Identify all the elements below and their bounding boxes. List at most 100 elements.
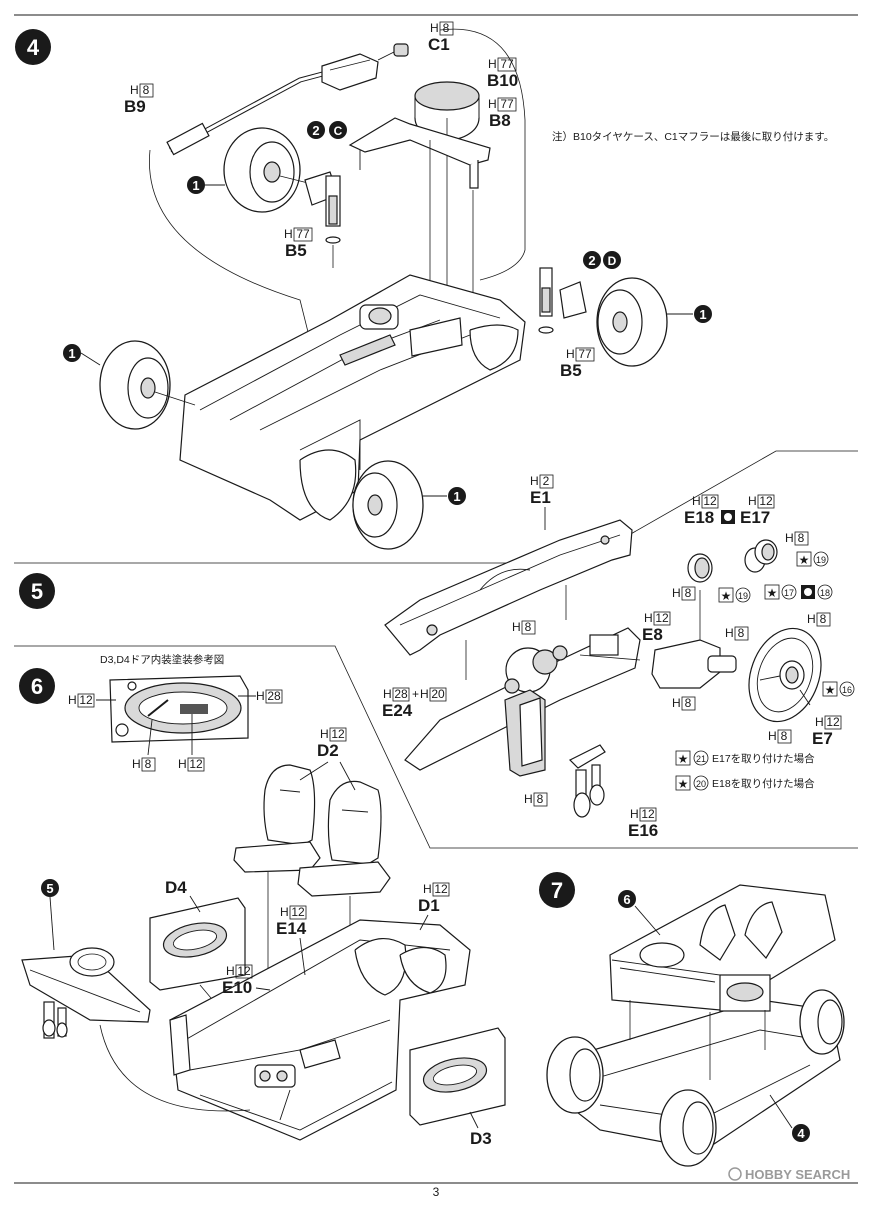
callout-6: 6	[618, 890, 661, 936]
svg-text:H: H	[284, 227, 293, 241]
callout-wheel-left: 1	[63, 344, 101, 366]
callout-wheel-top: 1	[187, 176, 225, 194]
callout-wheel-right: 1	[667, 305, 712, 323]
ref-paint-8: H 8	[132, 719, 156, 772]
svg-text:H: H	[524, 792, 533, 806]
label-E16: E16	[628, 821, 658, 840]
star-17-18: ★ 17 18	[764, 584, 833, 600]
svg-text:12: 12	[703, 494, 717, 508]
svg-text:4: 4	[27, 35, 40, 60]
svg-text:12: 12	[331, 727, 345, 741]
svg-text:H: H	[644, 611, 653, 625]
svg-text:8: 8	[781, 729, 788, 743]
paint-h8-dash: H 8	[512, 620, 536, 635]
svg-text:1: 1	[453, 489, 460, 504]
door-reference-title: D3,D4ドア内装塗装参考図	[100, 653, 224, 666]
svg-text:20: 20	[431, 687, 445, 701]
svg-text:★: ★	[825, 683, 836, 697]
paint-D1: H 12	[423, 882, 450, 897]
svg-text:H: H	[748, 494, 757, 508]
svg-text:H: H	[132, 757, 141, 771]
paint-h8-e8-bottom: H 8	[672, 696, 696, 711]
svg-text:H: H	[320, 727, 329, 741]
svg-text:12: 12	[641, 807, 655, 821]
step5-divider	[14, 645, 858, 849]
paint-h8-e18: H 8	[672, 586, 696, 601]
watermark-logo-icon	[728, 1167, 742, 1181]
svg-text:12: 12	[759, 494, 773, 508]
svg-text:19: 19	[738, 591, 748, 601]
paint-B5-left: H 77	[284, 227, 313, 242]
svg-text:E17を取り付けた場合: E17を取り付けた場合	[712, 752, 815, 765]
svg-text:77: 77	[500, 57, 514, 71]
svg-text:1: 1	[192, 178, 199, 193]
step7-drawing	[546, 884, 845, 1167]
star-16: ★ 16	[822, 681, 855, 697]
paint-E18: H 12	[692, 494, 719, 509]
paint-E14: H 12	[280, 905, 307, 920]
label-D3: D3	[470, 1129, 492, 1148]
star-19-upper: ★ 19	[796, 551, 829, 567]
svg-text:12: 12	[434, 882, 448, 896]
label-B5-right: B5	[560, 361, 582, 380]
paint-E8: H 12	[644, 611, 671, 626]
svg-text:12: 12	[237, 964, 251, 978]
paint-E7: H 12	[815, 715, 842, 730]
svg-text:★: ★	[678, 752, 689, 766]
svg-text:18: 18	[820, 588, 830, 598]
svg-text:★: ★	[721, 589, 732, 603]
paint-h8-e7-top: H 8	[807, 612, 831, 627]
step4-drawing	[99, 28, 668, 550]
svg-text:H: H	[725, 626, 734, 640]
svg-text:8: 8	[537, 792, 544, 806]
svg-text:2: 2	[312, 123, 319, 138]
svg-text:28: 28	[394, 687, 408, 701]
step5-labels: H 2 E1 H 12 E18 H 12 E17 H 8 ★ 19	[382, 474, 855, 840]
svg-text:7: 7	[551, 878, 563, 903]
callout-5: 5	[41, 879, 59, 951]
svg-text:H: H	[383, 687, 392, 701]
step6-reference: D3,D4ドア内装塗装参考図 H 12 H 28 H 8 H	[68, 653, 283, 772]
svg-text:5: 5	[46, 881, 53, 896]
svg-text:12: 12	[189, 757, 203, 771]
svg-text:12: 12	[79, 693, 93, 707]
svg-text:17: 17	[784, 588, 794, 598]
ref-paint-12-bottom: H 12	[178, 714, 205, 772]
step4-note: 注）B10タイヤケース、C1マフラーは最後に取り付けます。	[552, 130, 834, 143]
svg-text:H: H	[256, 689, 265, 703]
svg-text:H: H	[488, 97, 497, 111]
svg-text:1: 1	[68, 346, 75, 361]
svg-text:D: D	[608, 254, 617, 268]
paint-h8-e8-right: H 8	[725, 626, 749, 641]
svg-text:16: 16	[842, 685, 852, 695]
svg-text:H: H	[178, 757, 187, 771]
svg-text:HOBBY SEARCH: HOBBY SEARCH	[745, 1167, 850, 1182]
callout-4: 4	[769, 1094, 810, 1142]
svg-text:H: H	[672, 696, 681, 710]
svg-text:21: 21	[696, 754, 706, 764]
paint-E16: H 12	[630, 807, 657, 822]
step-7-badge: 7	[539, 872, 575, 908]
svg-text:H: H	[785, 531, 794, 545]
svg-text:19: 19	[816, 555, 826, 565]
svg-text:H: H	[488, 57, 497, 71]
svg-text:8: 8	[143, 83, 150, 97]
star-19-lower: ★ 19	[718, 587, 751, 603]
watermark: HOBBY SEARCH	[728, 1167, 850, 1182]
step4-divider	[14, 450, 858, 564]
condition-note-20: ★ 20 E18を取り付けた場合	[675, 775, 815, 791]
svg-text:8: 8	[443, 21, 450, 35]
svg-text:4: 4	[797, 1126, 805, 1141]
label-B10: B10	[487, 71, 518, 90]
paint-B5-right: H 77	[566, 347, 595, 362]
svg-text:8: 8	[685, 696, 692, 710]
step5-drawing	[384, 519, 822, 818]
label-E17: E17	[740, 508, 770, 527]
paint-E10: H 12	[226, 964, 253, 979]
svg-text:H: H	[423, 882, 432, 896]
svg-text:H: H	[68, 693, 77, 707]
label-E1: E1	[530, 488, 551, 507]
paint-E1: H 2	[530, 474, 554, 489]
